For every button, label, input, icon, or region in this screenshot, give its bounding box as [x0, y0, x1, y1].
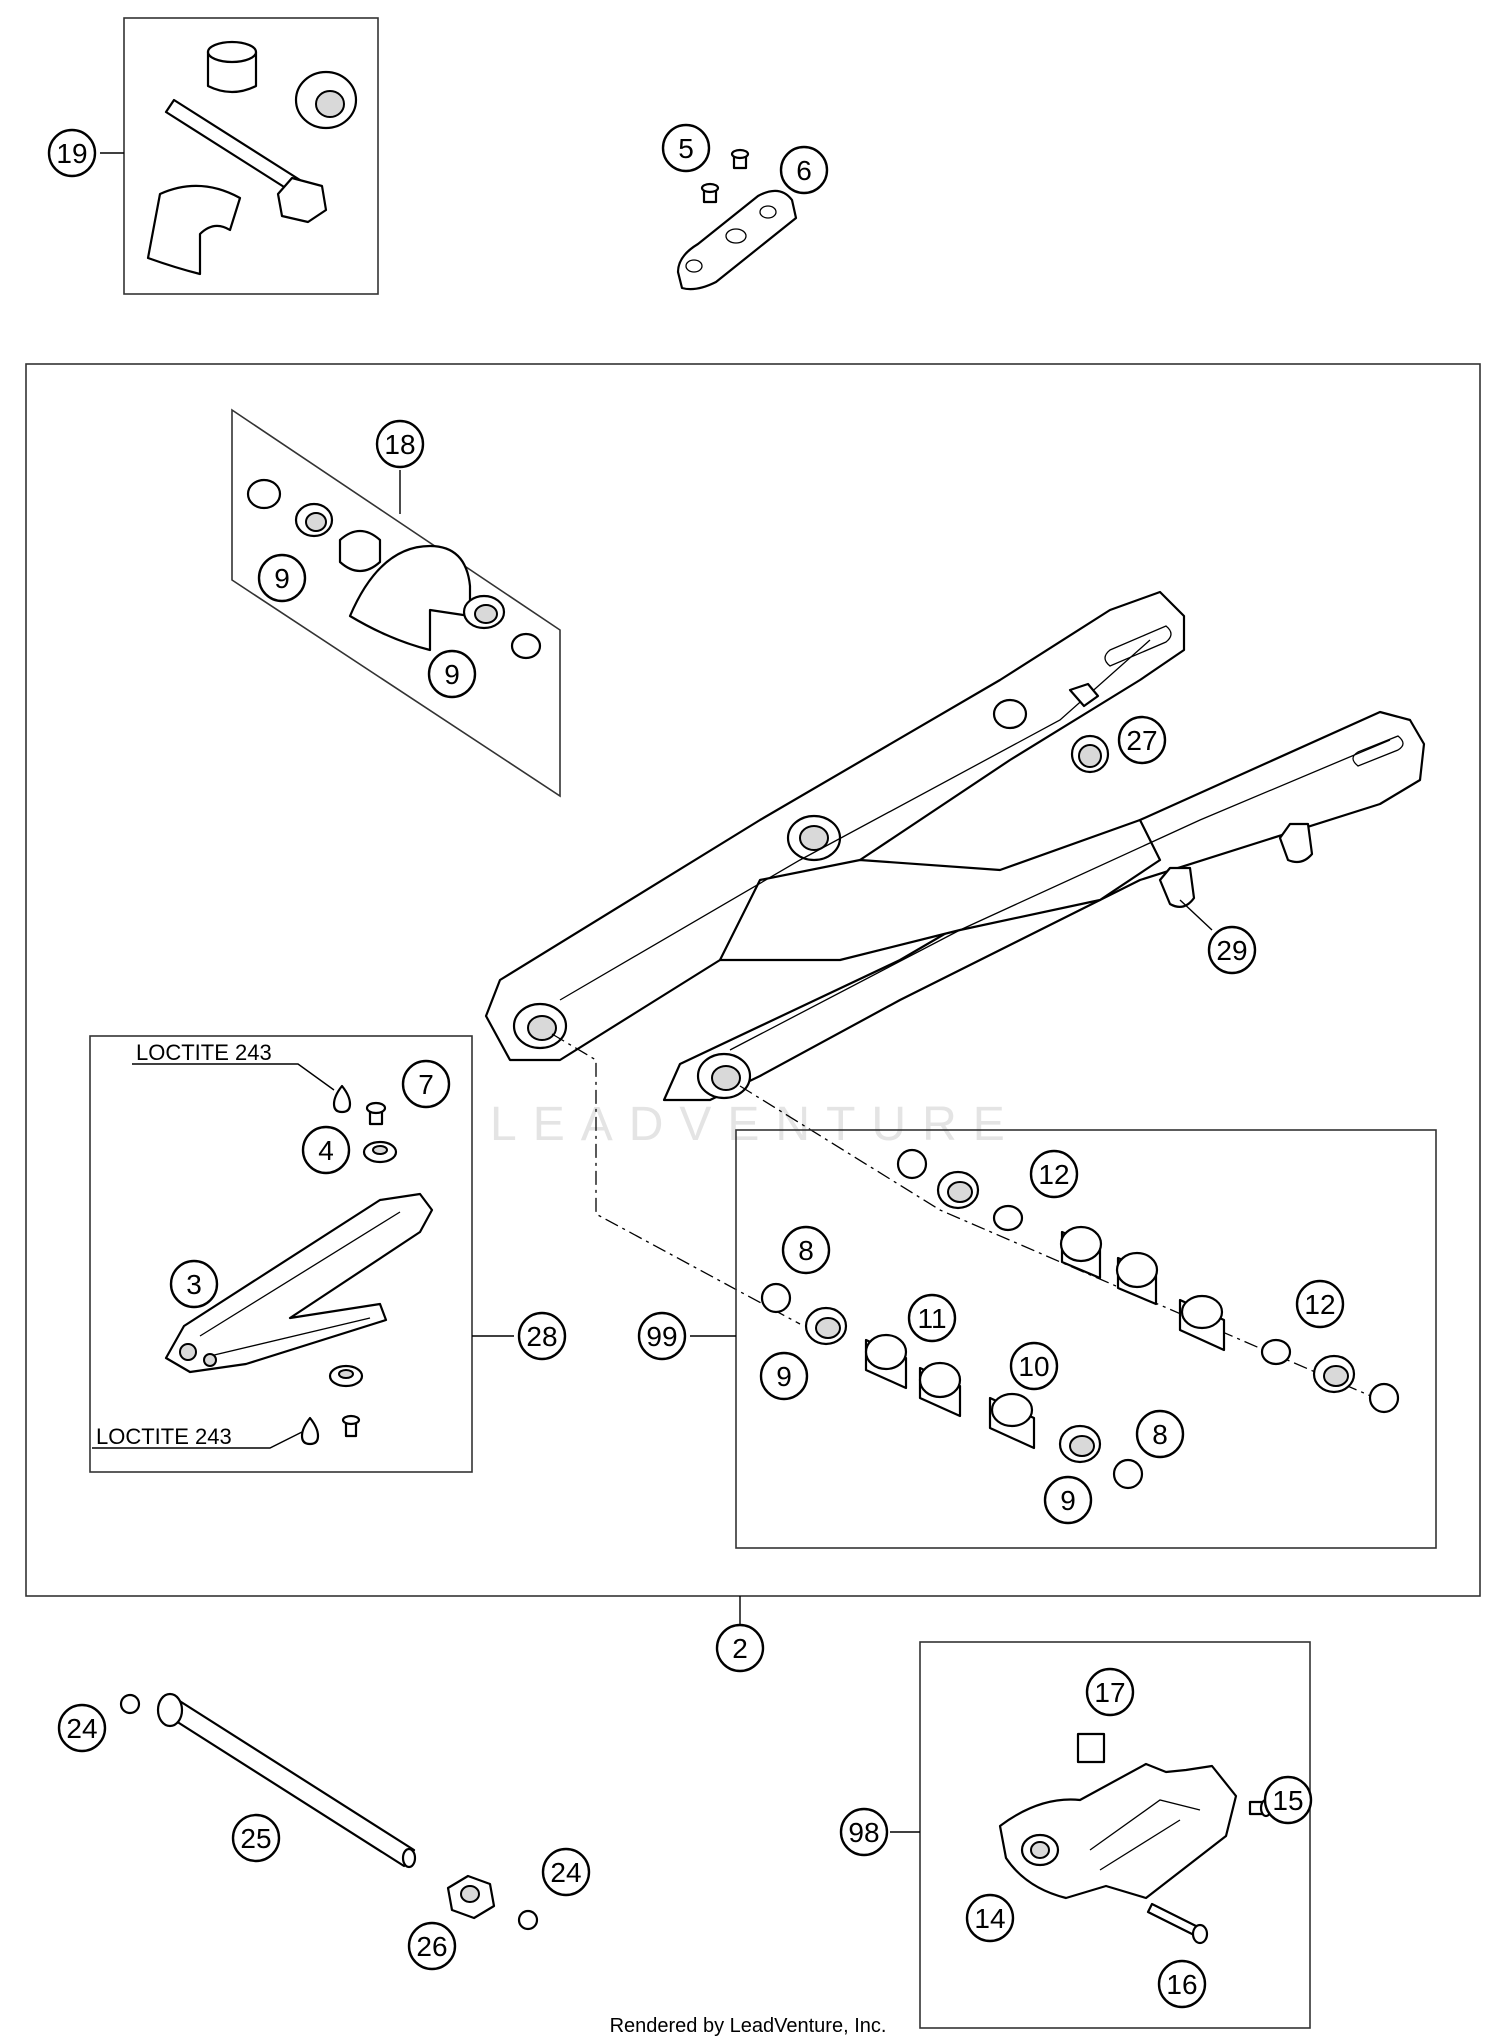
callout-12-upper: 12: [1029, 1149, 1079, 1199]
callout-14: 14: [965, 1893, 1015, 1943]
callout-98: 98: [839, 1807, 889, 1857]
callout-9-lower: 9: [427, 649, 477, 699]
callout-9-upper: 9: [257, 553, 307, 603]
part-17-clip: [1076, 1732, 1106, 1764]
callout-28: 28: [517, 1311, 567, 1361]
box-19: [123, 17, 379, 295]
callout-29: 29: [1207, 925, 1257, 975]
label-loctite-bottom: LOCTITE 243: [92, 1424, 303, 1449]
callout-4: 4: [301, 1125, 351, 1175]
svg-text:26: 26: [416, 1931, 447, 1962]
callout-9-left: 9: [759, 1351, 809, 1401]
label-loctite-top: LOCTITE 243: [132, 1040, 335, 1091]
svg-text:2: 2: [732, 1633, 748, 1664]
callout-3: 3: [169, 1259, 219, 1309]
svg-text:9: 9: [274, 563, 290, 594]
box-2-swingarm-assembly: [25, 363, 1481, 1597]
callout-8-right: 8: [1135, 1409, 1185, 1459]
svg-text:11: 11: [917, 1303, 946, 1334]
part-7-screw: [365, 1101, 387, 1126]
svg-text:4: 4: [318, 1135, 334, 1166]
part-4-washer: [362, 1140, 398, 1164]
part-upper-bearing-row: [896, 1148, 1400, 1414]
callout-6: 6: [779, 145, 829, 195]
callout-7: 7: [401, 1059, 451, 1109]
svg-text:14: 14: [974, 1903, 1005, 1934]
callout-99: 99: [637, 1311, 687, 1361]
callout-5: 5: [661, 123, 711, 173]
svg-text:17: 17: [1094, 1677, 1125, 1708]
box-99-bearing-kit: [735, 1129, 1437, 1549]
svg-text:19: 19: [56, 138, 87, 169]
box-98-chain-guide: [919, 1641, 1311, 2029]
part-24-cap-top: [119, 1693, 141, 1715]
svg-text:LOCTITE 243: LOCTITE 243: [136, 1040, 272, 1065]
svg-text:9: 9: [444, 659, 460, 690]
svg-text:98: 98: [848, 1817, 879, 1848]
svg-text:24: 24: [66, 1713, 97, 1744]
callout-19: 19: [47, 128, 97, 178]
part-5-screws: [700, 148, 750, 204]
svg-text:18: 18: [384, 429, 415, 460]
callout-8-left: 8: [781, 1225, 831, 1275]
part-14-chain-guide: [998, 1762, 1238, 1900]
part-4-washer-lower: [328, 1364, 364, 1388]
callout-17: 17: [1085, 1667, 1135, 1717]
part-25-pivot-axle: [156, 1692, 417, 1869]
part-loctite-drop-top: [332, 1084, 352, 1114]
part-18-kit: [246, 478, 542, 660]
callout-24-right: 24: [541, 1847, 591, 1897]
box-28-chain-slider: [89, 1035, 473, 1473]
callout-18: 18: [375, 419, 425, 469]
svg-text:10: 10: [1018, 1351, 1049, 1382]
callout-9-right: 9: [1043, 1475, 1093, 1525]
part-lower-bearing-row: [760, 1282, 1144, 1490]
svg-text:12: 12: [1304, 1289, 1335, 1320]
part-26-nut: [446, 1874, 496, 1920]
callout-10: 10: [1009, 1341, 1059, 1391]
part-loctite-drop-bottom: [300, 1416, 320, 1446]
part-16-bolt: [1146, 1902, 1209, 1945]
svg-text:28: 28: [526, 1321, 557, 1352]
callout-27: 27: [1117, 715, 1167, 765]
callout-15: 15: [1263, 1775, 1313, 1825]
svg-text:9: 9: [776, 1361, 792, 1392]
svg-text:7: 7: [418, 1069, 434, 1100]
callout-26: 26: [407, 1921, 457, 1971]
part-6-chain-guide-bracket: [676, 189, 798, 291]
svg-text:16: 16: [1166, 1969, 1197, 2000]
svg-text:8: 8: [798, 1235, 814, 1266]
svg-text:99: 99: [646, 1321, 677, 1352]
part-24-cap-bottom: [517, 1909, 539, 1931]
svg-text:6: 6: [796, 155, 812, 186]
svg-text:29: 29: [1216, 935, 1247, 966]
watermark: LEADVENTURE: [490, 1098, 1021, 1151]
footer-credit: Rendered by LeadVenture, Inc.: [610, 2015, 887, 2037]
part-27-bushing: [1070, 734, 1110, 774]
part-7-screw-lower: [341, 1414, 361, 1438]
svg-text:LOCTITE 243: LOCTITE 243: [96, 1424, 232, 1449]
callout-2: 2: [715, 1623, 765, 1673]
svg-text:25: 25: [240, 1823, 271, 1854]
svg-text:8: 8: [1152, 1419, 1168, 1450]
callout-12-right: 12: [1295, 1279, 1345, 1329]
svg-text:9: 9: [1060, 1485, 1076, 1516]
part-19-kit: [146, 40, 358, 276]
part-3-chain-slider: [164, 1192, 434, 1374]
callout-11: 11: [907, 1293, 957, 1343]
svg-text:27: 27: [1126, 725, 1157, 756]
callout-24-left: 24: [57, 1703, 107, 1753]
callout-16: 16: [1157, 1959, 1207, 2009]
svg-text:15: 15: [1272, 1785, 1303, 1816]
callout-25: 25: [231, 1813, 281, 1863]
svg-text:24: 24: [550, 1857, 581, 1888]
part-2-swingarm: [484, 590, 1426, 1102]
svg-text:12: 12: [1038, 1159, 1069, 1190]
svg-text:5: 5: [678, 133, 694, 164]
svg-text:3: 3: [186, 1269, 202, 1300]
